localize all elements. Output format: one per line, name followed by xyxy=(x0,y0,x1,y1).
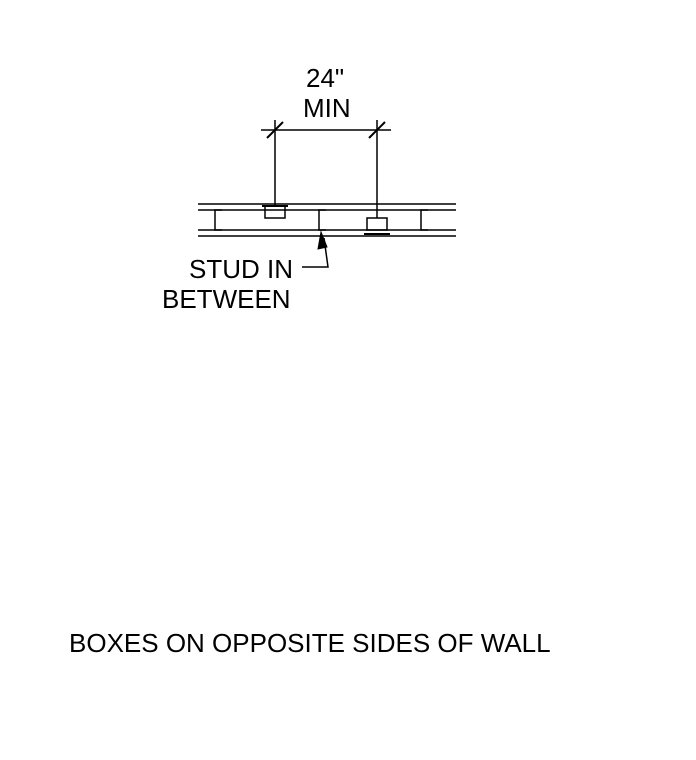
stud-leader-arrowhead xyxy=(317,230,328,250)
wall-outline xyxy=(198,203,456,237)
electrical-box-lower xyxy=(364,217,390,235)
stud-left xyxy=(214,209,222,231)
electrical-box-upper xyxy=(262,205,288,219)
stud-middle xyxy=(318,209,326,231)
drawing-caption: BOXES ON OPPOSITE SIDES OF WALL xyxy=(69,628,551,658)
dimension-qualifier: MIN xyxy=(303,93,351,123)
stud-right xyxy=(420,209,428,231)
dimension-value: 24" xyxy=(306,63,345,93)
dimension-line xyxy=(261,120,391,218)
stud-callout-line1: STUD IN xyxy=(189,254,293,284)
stud-callout-line2: BETWEEN xyxy=(162,284,291,314)
